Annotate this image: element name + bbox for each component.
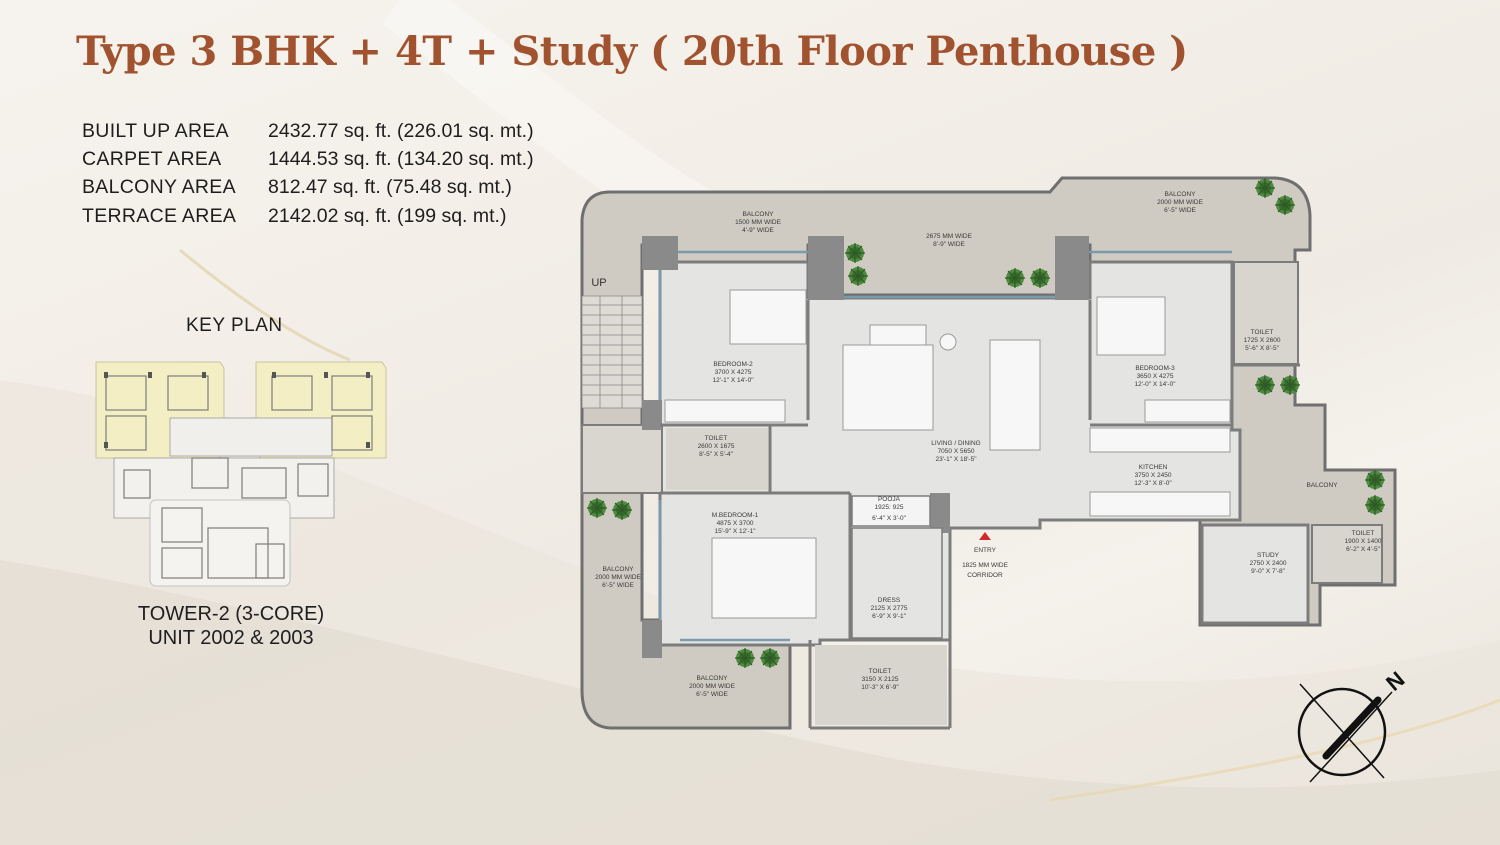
svg-text:6'-4" X 3'-0": 6'-4" X 3'-0" bbox=[872, 515, 907, 522]
svg-text:TOILET: TOILET bbox=[1251, 329, 1274, 336]
plant-icon bbox=[1004, 267, 1026, 289]
area-value: 2142.02 sq. ft. (199 sq. mt.) bbox=[268, 204, 507, 227]
svg-text:2125 X 2775: 2125 X 2775 bbox=[871, 605, 908, 612]
key-plan-caption: TOWER-2 (3-CORE) UNIT 2002 & 2003 bbox=[120, 602, 342, 650]
svg-text:KITCHEN: KITCHEN bbox=[1139, 464, 1168, 471]
plant-icon bbox=[734, 647, 756, 669]
area-value: 1444.53 sq. ft. (134.20 sq. mt.) bbox=[268, 147, 534, 170]
svg-text:BEDROOM-2: BEDROOM-2 bbox=[713, 361, 753, 368]
svg-text:BEDROOM-3: BEDROOM-3 bbox=[1135, 365, 1175, 372]
plant-icon bbox=[1254, 177, 1276, 199]
staircase bbox=[581, 295, 643, 409]
plant-icon bbox=[844, 242, 866, 264]
svg-text:8'-5" X 5'-4": 8'-5" X 5'-4" bbox=[699, 451, 734, 458]
north-label: N bbox=[1381, 670, 1409, 696]
svg-text:BALCONY: BALCONY bbox=[1306, 482, 1338, 489]
svg-text:2000 MM WIDE: 2000 MM WIDE bbox=[1157, 199, 1204, 206]
area-value: 812.47 sq. ft. (75.48 sq. mt.) bbox=[268, 176, 512, 199]
svg-text:DRESS: DRESS bbox=[878, 597, 901, 604]
plant-icon bbox=[1279, 374, 1301, 396]
svg-text:TOILET: TOILET bbox=[1352, 530, 1375, 537]
svg-text:6'-2" X 4'-5": 6'-2" X 4'-5" bbox=[1346, 546, 1381, 553]
svg-text:2600 X 1675: 2600 X 1675 bbox=[698, 443, 735, 450]
svg-text:LIVING / DINING: LIVING / DINING bbox=[931, 440, 980, 447]
unit-label: UNIT 2002 & 2003 bbox=[148, 627, 314, 649]
svg-text:4'-9" WIDE: 4'-9" WIDE bbox=[742, 227, 774, 234]
plant-icon bbox=[1364, 469, 1386, 491]
svg-text:TOILET: TOILET bbox=[869, 668, 892, 675]
svg-text:6'-5" WIDE: 6'-5" WIDE bbox=[602, 582, 634, 589]
svg-text:7050 X 5650: 7050 X 5650 bbox=[938, 448, 975, 455]
plant-icon bbox=[847, 265, 869, 287]
area-label: TERRACE AREA bbox=[82, 204, 237, 227]
svg-text:15'-9" X 12'-1": 15'-9" X 12'-1" bbox=[714, 528, 756, 535]
plant-icon bbox=[611, 499, 633, 521]
svg-text:1925: 925: 1925: 925 bbox=[875, 504, 904, 511]
svg-text:12'-3" X 8'-0": 12'-3" X 8'-0" bbox=[1134, 480, 1172, 487]
plant-icon bbox=[1029, 267, 1051, 289]
svg-text:4875 X 3700: 4875 X 3700 bbox=[717, 520, 754, 527]
svg-text:1500 MM WIDE: 1500 MM WIDE bbox=[735, 219, 782, 226]
svg-text:STUDY: STUDY bbox=[1257, 552, 1280, 559]
area-row-balcony: BALCONY AREA 812.47 sq. ft. (75.48 sq. m… bbox=[82, 174, 534, 202]
area-value: 2432.77 sq. ft. (226.01 sq. mt.) bbox=[268, 119, 534, 142]
area-row-carpet: CARPET AREA 1444.53 sq. ft. (134.20 sq. … bbox=[82, 145, 534, 173]
svg-text:12'-1" X 14'-0": 12'-1" X 14'-0" bbox=[712, 377, 754, 384]
svg-text:1825 MM WIDE: 1825 MM WIDE bbox=[962, 562, 1009, 569]
svg-text:2000 MM WIDE: 2000 MM WIDE bbox=[689, 683, 736, 690]
entry-marker-icon bbox=[979, 532, 991, 540]
svg-text:3700 X 4275: 3700 X 4275 bbox=[715, 369, 752, 376]
area-row-terrace: TERRACE AREA 2142.02 sq. ft. (199 sq. mt… bbox=[82, 202, 534, 230]
svg-text:BALCONY: BALCONY bbox=[742, 211, 774, 218]
svg-text:8'-9" WIDE: 8'-9" WIDE bbox=[933, 241, 965, 248]
svg-text:5'-6" X 8'-5": 5'-6" X 8'-5" bbox=[1245, 345, 1280, 352]
svg-text:ENTRY: ENTRY bbox=[974, 547, 997, 554]
key-plan-diagram bbox=[95, 361, 387, 587]
svg-text:TOILET: TOILET bbox=[705, 435, 728, 442]
svg-text:10'-3" X 6'-9": 10'-3" X 6'-9" bbox=[861, 684, 899, 691]
area-label: CARPET AREA bbox=[82, 147, 222, 170]
svg-text:M.BEDROOM-1: M.BEDROOM-1 bbox=[712, 512, 759, 519]
svg-text:POOJA: POOJA bbox=[878, 496, 901, 503]
plant-icon bbox=[1274, 194, 1296, 216]
svg-text:6'-5" WIDE: 6'-5" WIDE bbox=[696, 691, 728, 698]
north-compass-icon: N bbox=[1297, 670, 1409, 783]
area-table: BUILT UP AREA 2432.77 sq. ft. (226.01 sq… bbox=[82, 117, 534, 230]
svg-text:BALCONY: BALCONY bbox=[696, 675, 728, 682]
svg-text:3650 X 4275: 3650 X 4275 bbox=[1137, 373, 1174, 380]
svg-text:2000 MM WIDE: 2000 MM WIDE bbox=[595, 574, 642, 581]
svg-text:3750 X 2450: 3750 X 2450 bbox=[1135, 472, 1172, 479]
svg-text:2750 X 2400: 2750 X 2400 bbox=[1250, 560, 1287, 567]
area-label: BUILT UP AREA bbox=[82, 119, 229, 142]
svg-text:1900 X 1400: 1900 X 1400 bbox=[1345, 538, 1382, 545]
svg-text:23'-1" X 18'-5": 23'-1" X 18'-5" bbox=[935, 456, 977, 463]
area-label: BALCONY AREA bbox=[82, 176, 236, 199]
svg-text:6'-9" X 9'-1": 6'-9" X 9'-1" bbox=[872, 613, 907, 620]
svg-text:BALCONY: BALCONY bbox=[1164, 191, 1196, 198]
plant-icon bbox=[1254, 374, 1276, 396]
area-row-built-up: BUILT UP AREA 2432.77 sq. ft. (226.01 sq… bbox=[82, 117, 534, 145]
svg-text:BALCONY: BALCONY bbox=[602, 566, 634, 573]
key-plan-title: KEY PLAN bbox=[186, 315, 283, 336]
svg-text:12'-0" X 14'-0": 12'-0" X 14'-0" bbox=[1134, 381, 1176, 388]
plant-icon bbox=[759, 647, 781, 669]
plant-icon bbox=[1364, 494, 1386, 516]
plant-icon bbox=[586, 497, 608, 519]
svg-text:6'-5" WIDE: 6'-5" WIDE bbox=[1164, 207, 1196, 214]
floor-plan: UP bbox=[580, 176, 1397, 730]
svg-text:1725 X 2600: 1725 X 2600 bbox=[1244, 337, 1281, 344]
svg-text:CORRIDOR: CORRIDOR bbox=[967, 572, 1003, 579]
svg-text:9'-0" X 7'-8": 9'-0" X 7'-8" bbox=[1251, 568, 1286, 575]
svg-text:2675 MM WIDE: 2675 MM WIDE bbox=[926, 233, 973, 240]
tower-label: TOWER-2 (3-CORE) bbox=[137, 603, 325, 625]
svg-text:3150 X 2125: 3150 X 2125 bbox=[862, 676, 899, 683]
stair-up-label: UP bbox=[591, 277, 606, 289]
page-title: Type 3 BHK + 4T + Study ( 20th Floor Pen… bbox=[76, 28, 1188, 75]
